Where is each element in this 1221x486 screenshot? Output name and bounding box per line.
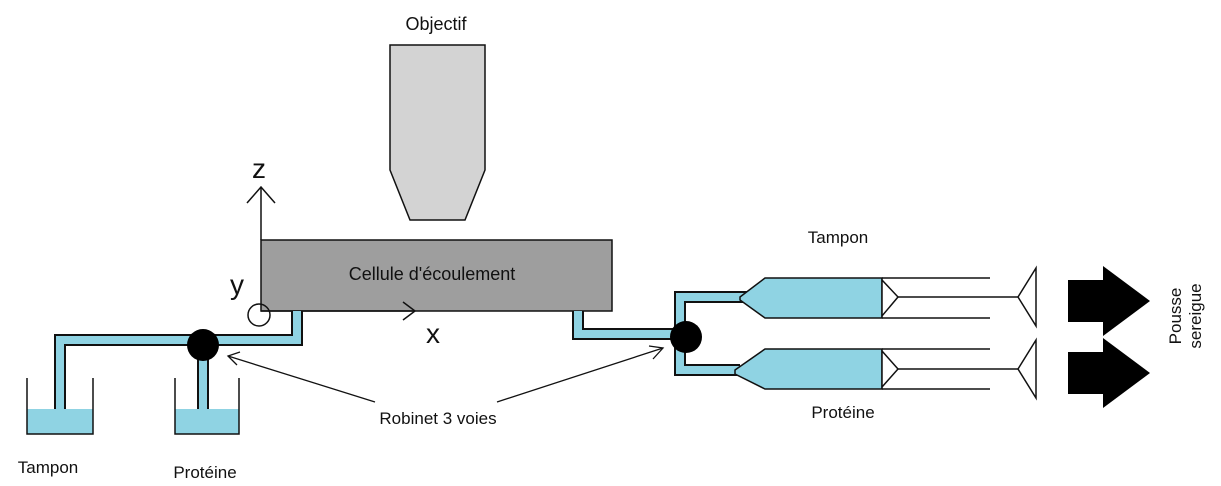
objective-label: Objectif: [405, 14, 467, 34]
valve-pointers: [226, 345, 665, 403]
valve-right: [670, 321, 702, 353]
beaker-right: [174, 378, 240, 435]
axis-x-label: x: [426, 318, 440, 349]
push-arrow-bottom: [1068, 338, 1150, 408]
axis-z-label: z: [252, 153, 266, 184]
valve-label: Robinet 3 voies: [379, 409, 496, 428]
push-arrow-top: [1068, 266, 1150, 336]
syringe-top-label: Tampon: [808, 228, 868, 247]
beaker-right-label: Protéine: [173, 463, 236, 482]
syringe-bottom: [734, 337, 1037, 401]
flow-cell-label: Cellule d'écoulement: [349, 264, 516, 284]
beaker-left-label: Tampon: [18, 458, 78, 477]
push-label-line1: Pousse: [1166, 288, 1185, 345]
valve-left: [187, 329, 219, 361]
syringe-top: [739, 265, 1037, 329]
push-label: Pousse sereigue: [1166, 283, 1205, 348]
syringe-bottom-label: Protéine: [811, 403, 874, 422]
flow-cell: [260, 239, 613, 312]
push-label-line2: sereigue: [1186, 283, 1205, 348]
axis-y-label: y: [230, 269, 244, 300]
axes: [246, 185, 417, 327]
objective: [389, 44, 486, 221]
beaker-left: [26, 378, 94, 435]
